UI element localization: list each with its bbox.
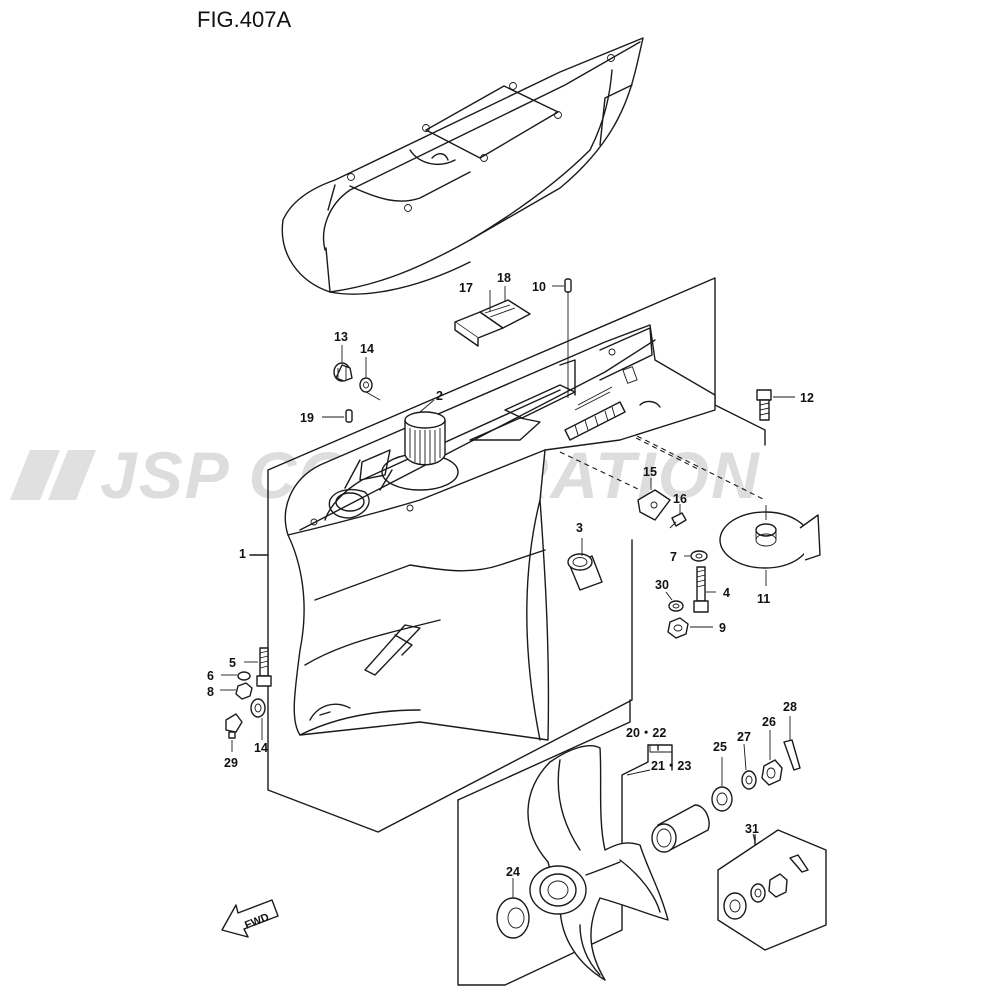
callout-25: 25 (713, 740, 727, 754)
callout-24: 24 (506, 865, 520, 879)
callout-6: 6 (207, 669, 214, 683)
callout-26: 26 (762, 715, 776, 729)
washer-6 (237, 671, 251, 681)
callout-30: 30 (655, 578, 669, 592)
callout-13: 13 (334, 330, 348, 344)
screw-16 (669, 512, 687, 529)
callout-8: 8 (207, 685, 214, 699)
callout-16: 16 (673, 492, 687, 506)
cotter-pin-28 (783, 739, 801, 771)
washer-7 (690, 550, 708, 562)
fwd-arrow-icon (221, 899, 279, 938)
nut-9 (667, 617, 689, 639)
washer-30 (668, 600, 684, 612)
spacer-25 (711, 786, 733, 812)
callout-27: 27 (737, 730, 751, 744)
thrust-washer-24 (496, 897, 530, 939)
bolt-12 (756, 389, 772, 421)
callout-14b: 14 (254, 741, 268, 755)
callout-9: 9 (719, 621, 726, 635)
plates-17-18 (454, 299, 531, 347)
bushing-21-23 (651, 804, 710, 853)
washer-14a (359, 377, 373, 393)
watermark-logo (10, 450, 96, 500)
pin-10 (564, 278, 572, 293)
callout-18: 18 (497, 271, 511, 285)
washer-14b (250, 698, 266, 718)
callout-1: 1 (239, 547, 246, 561)
anode-11 (719, 511, 821, 569)
nut-26 (761, 759, 783, 786)
assembly-outline (267, 539, 633, 833)
callout-4: 4 (723, 586, 730, 600)
assembly-outline-top (267, 277, 766, 556)
gear-case-body (284, 324, 716, 741)
callout-10: 10 (532, 280, 546, 294)
callout-20-22: 20・22 (626, 726, 666, 740)
bolt-5 (256, 647, 272, 687)
callout-29: 29 (224, 756, 238, 770)
nut-8 (235, 682, 253, 700)
bushing-3 (567, 553, 603, 591)
callout-7: 7 (670, 550, 677, 564)
propeller (527, 744, 669, 981)
propeller-outline (457, 744, 649, 986)
callout-31: 31 (745, 822, 759, 836)
kit-31 (717, 829, 827, 951)
callout-11: 11 (757, 592, 770, 606)
callout-15: 15 (643, 465, 657, 479)
anode-15 (637, 489, 671, 521)
plug-13 (333, 362, 353, 382)
pin-19 (345, 409, 353, 423)
callout-3: 3 (576, 521, 583, 535)
plug-29 (225, 713, 243, 739)
washer-27 (741, 770, 757, 790)
callout-5: 5 (229, 656, 236, 670)
callout-2: 2 (436, 389, 443, 403)
bolt-4 (693, 566, 709, 613)
callout-21-23: 21・23 (651, 759, 691, 773)
figure-title: FIG.407A (197, 7, 291, 32)
callout-12: 12 (800, 391, 814, 405)
callout-14a: 14 (360, 342, 374, 356)
gear-case-cover (281, 37, 644, 295)
callout-28: 28 (783, 700, 797, 714)
callout-17: 17 (459, 281, 473, 295)
leader-lines (220, 285, 795, 843)
callout-19: 19 (300, 411, 314, 425)
